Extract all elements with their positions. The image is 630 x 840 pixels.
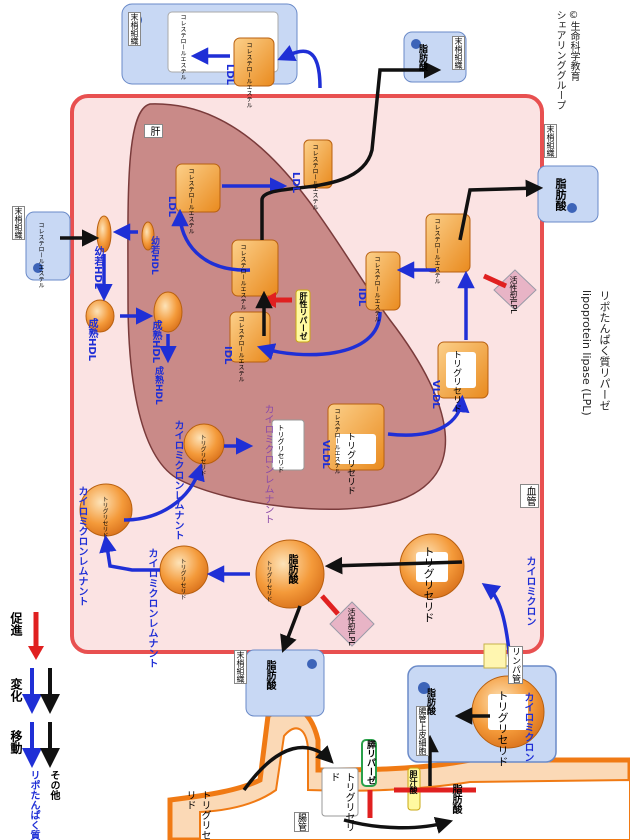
triglyceride-label: トリグリセリド (496, 690, 509, 767)
legend-lipoprotein: リポたんぱく質 (28, 770, 39, 840)
vessel-label: 血管 (520, 484, 539, 508)
triglyceride-label: トリグリセリド (277, 424, 285, 473)
cholesterol-ester-label: コレステロールエステル (37, 222, 44, 288)
cell-nucleus-icon (418, 682, 430, 694)
liver-label: 肝 (144, 124, 163, 138)
inner-box (416, 552, 448, 582)
legend-change: 変化 (9, 678, 23, 702)
inner-box (271, 419, 305, 471)
active-lpl-diamond-lower (329, 601, 375, 647)
other-arrows (60, 61, 544, 834)
ldl-card-mid (303, 139, 333, 189)
hepatic-lipase-label: 肝性リパーゼ (299, 292, 308, 340)
credit-group: シェアリンググループ (554, 10, 565, 110)
chylomicron-remnant-label: カイロミクロンレムナント (146, 548, 157, 668)
hepatic-lipase-box (295, 289, 311, 343)
cell-nucleus-icon (411, 39, 421, 49)
tissue-label-right: 末梢組織 (544, 124, 557, 158)
tissue-label-bottom: 末梢組織 (234, 650, 247, 684)
credit-copyright: ©生命科学教育 (568, 10, 579, 81)
chylomicron-label: カイロミクロン (524, 556, 535, 626)
fatty-acid-label: 脂肪酸 (554, 178, 567, 211)
idl-card-upper (365, 251, 401, 311)
inner-box (336, 434, 376, 464)
lpl-note-en: lipoprotein lipase (LPL) (580, 290, 593, 416)
cholesterol-ester-label: コレステロールエステル (239, 244, 246, 310)
cholesterol-ester-label: コレステロールエステル (237, 316, 244, 382)
mature-hdl-label: 成熟HDL (150, 320, 161, 364)
chylomicron-remnant-label: カイロミクロンレムナント (172, 420, 183, 540)
legend-move: 移動 (9, 730, 23, 754)
mature-hdl-oval-liver (153, 291, 183, 333)
cholesterol-ester-label: コレステロールエステル (433, 218, 440, 284)
triglyceride-label: トリグリセリド (422, 546, 435, 623)
inner-box (446, 352, 476, 388)
triglyceride-label: トリグリセリド (179, 558, 186, 600)
bile-acid-label: 胆汁酸 (409, 770, 418, 794)
hdl-oval-liver-left (141, 221, 155, 251)
young-hdl-label: 幼若HDL (92, 246, 103, 290)
triglyceride-label: トリグリセリド (184, 790, 210, 840)
triglyceride-label: トリグリセリド (101, 496, 108, 538)
chylomicron-remnant-label-ghost: カイロミクロンレムナント (262, 404, 273, 524)
intestine-label: 腸管 (294, 812, 309, 832)
vldl-label: VLDL (320, 440, 331, 469)
cholesterol-ester-label: コレステロールエステル (311, 144, 318, 210)
fatty-acid-label: 脂肪酸 (417, 44, 427, 71)
cell-nucleus-icon (567, 203, 577, 213)
tissue-label-topright: 末梢組織 (452, 36, 465, 70)
legend-promote: 促進 (9, 612, 23, 636)
cell-nucleus-icon (33, 263, 43, 273)
lymph-label: リンパ管 (508, 646, 523, 684)
cholesterol-ester-label: コレステロールエステル (187, 168, 194, 234)
ldl-label: LDL (166, 196, 177, 218)
chylomicron-label: カイロミクロン (522, 692, 533, 762)
mature-hdl-label: 成熟HDL (86, 318, 97, 362)
tissue-label-top: 末梢組織 (128, 12, 141, 46)
idl-label: IDL (222, 346, 233, 365)
mature-hdl-label: 成熟HDL (153, 366, 163, 405)
cell-nucleus-icon (307, 659, 317, 669)
inner-box (488, 694, 528, 730)
cholesterol-ester-label: コレステロールエステル (179, 14, 186, 80)
lymph-vessel (483, 643, 507, 669)
vldl-card-vessel (425, 213, 471, 273)
epithelial-label: 腸管上皮細胞 (416, 706, 429, 756)
triglyceride-label: トリグリセリド (328, 772, 354, 832)
cholesterol-ester-label: コレステロールエステル (245, 42, 252, 108)
triglyceride-label: トリグリセリド (265, 560, 272, 602)
legend-arrows (22, 612, 60, 768)
peripheral-tissue-left (25, 211, 71, 281)
ldl-card-liver (175, 163, 221, 213)
lpl-note-ja: リポたんぱく質リパーゼ (598, 290, 611, 411)
triglyceride-label: トリグリセリド (451, 350, 461, 413)
tissue-label-left: 末梢組織 (12, 206, 25, 240)
inner-box (321, 767, 359, 817)
ldl-label: LDL (224, 64, 235, 86)
young-hdl-label: 幼若HDL (149, 236, 159, 275)
peripheral-tissue-right (537, 165, 599, 223)
chylomicron-remnant-label: カイロミクロンレムナント (76, 486, 87, 606)
chylomicron-lpl-particle (255, 539, 325, 609)
idl-label: IDL (356, 288, 367, 307)
triglyceride-label: トリグリセリド (199, 434, 206, 476)
fatty-acid-label: 脂肪酸 (425, 688, 435, 715)
cholesterol-ester-label: コレステロールエステル (333, 408, 340, 474)
fatty-acid-label: 脂肪酸 (264, 660, 275, 690)
ldl-card-top (233, 37, 275, 87)
pancreatic-lipase-label: 膵リパーゼ (365, 740, 375, 785)
fatty-acid-label: 脂肪酸 (450, 784, 461, 814)
ldl-label: LDL (290, 172, 301, 194)
vldl-label: VLDL (430, 380, 441, 409)
promote-arrows (270, 273, 508, 818)
active-lpl-label: 活性型LPL (509, 276, 518, 314)
pancreatic-lipase-box (361, 739, 377, 787)
legend-other: その他 (48, 770, 59, 800)
cholesterol-ester-label: コレステロールエステル (373, 256, 380, 322)
active-lpl-label: 活性型LPL (347, 608, 356, 646)
fatty-acid-label: 脂肪酸 (286, 554, 297, 584)
triglyceride-label: トリグリセリド (345, 432, 355, 495)
